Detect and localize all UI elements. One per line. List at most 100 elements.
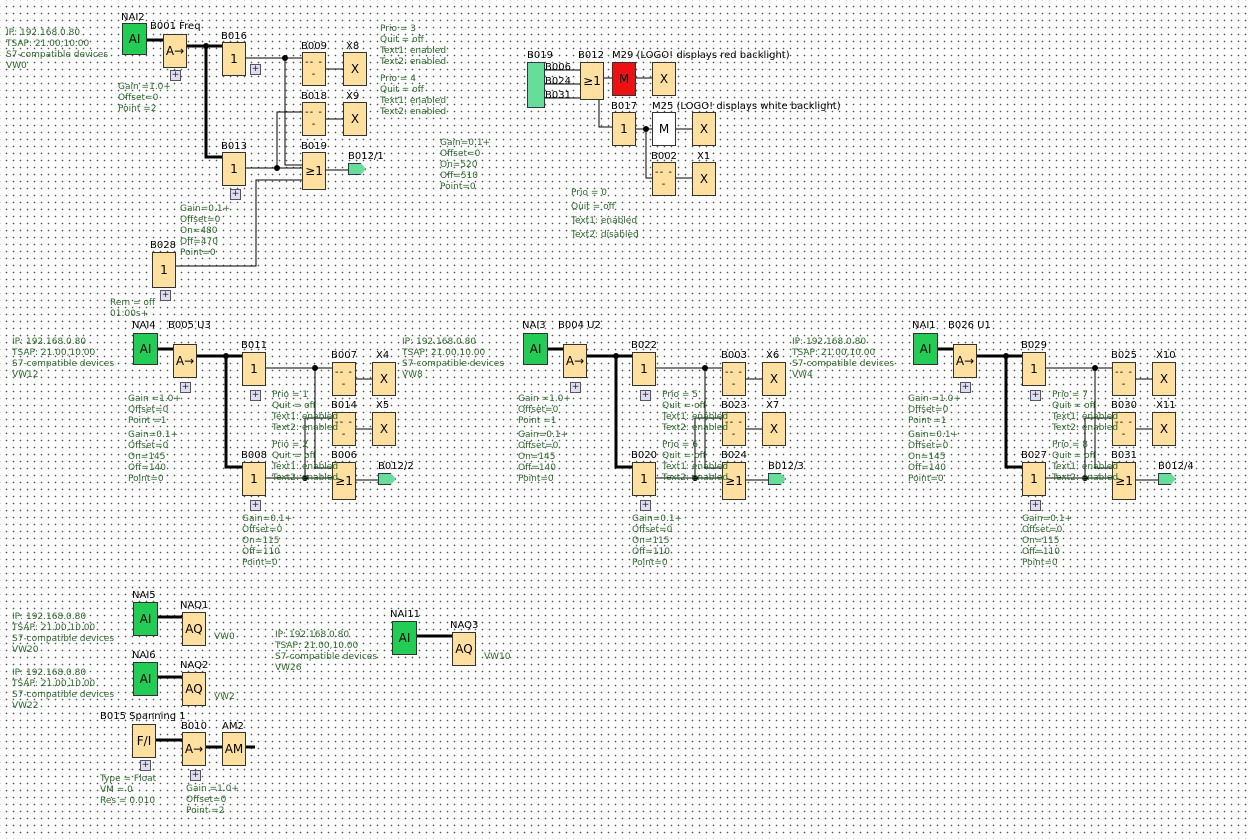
not-b017[interactable]: 1 (612, 112, 636, 146)
threshold-b029[interactable]: 1 (1022, 352, 1046, 386)
expand-icon[interactable]: + (180, 382, 191, 393)
marker-x9[interactable]: X (343, 102, 367, 136)
message-text-b007[interactable]: -- -- (332, 362, 356, 396)
amplifier-b026-symbol: A→ (955, 354, 975, 368)
connection-ip: IP: 192.168.0.80 (402, 337, 477, 347)
marker-x1[interactable]: X (692, 162, 716, 196)
message-params: Prio = 6 (662, 440, 698, 450)
marker-x8[interactable]: X (343, 52, 367, 86)
block-label: NAI3 (522, 320, 546, 331)
analog-input-nai1-symbol: AI (919, 342, 932, 356)
threshold-b022[interactable]: 1 (632, 352, 656, 386)
analog-output-naq2[interactable]: AQ (182, 672, 206, 706)
amplifier-b001[interactable]: A→ (163, 34, 187, 68)
output-x-m25[interactable]: X (692, 112, 716, 146)
message-params: Prio = 3 (380, 24, 416, 34)
marker-x11[interactable]: X (1152, 412, 1176, 446)
block-label: NAI11 (390, 609, 420, 620)
expand-icon[interactable]: + (250, 500, 261, 511)
or-b024[interactable]: ≥1 (722, 462, 746, 500)
amplifier-params: Offset=0 (128, 405, 169, 415)
analog-input-nai11[interactable]: AI (392, 621, 417, 655)
connection-ip: IP: 192.168.0.80 (12, 612, 87, 622)
wire (694, 417, 722, 478)
expand-icon[interactable]: + (230, 189, 241, 200)
expand-icon[interactable]: + (1030, 390, 1041, 401)
threshold-params: Off=140 (128, 463, 167, 473)
expand-icon[interactable]: + (170, 70, 181, 81)
analog-input-nai4[interactable]: AI (133, 333, 158, 365)
expand-icon[interactable]: + (160, 290, 171, 301)
analog-input-nai3[interactable]: AI (523, 333, 548, 365)
amplifier-b005[interactable]: A→ (173, 344, 197, 378)
expand-icon[interactable]: + (570, 382, 581, 393)
or-b031[interactable]: ≥1 (1112, 462, 1136, 500)
threshold-b011[interactable]: 1 (242, 352, 266, 386)
marker-x6[interactable]: X (762, 362, 786, 396)
marker-x5[interactable]: X (372, 412, 396, 446)
pulse-generator-b028[interactable]: 1 (152, 252, 176, 288)
expand-icon[interactable]: + (640, 500, 651, 511)
threshold-b027[interactable]: 1 (1022, 462, 1046, 496)
threshold-b020[interactable]: 1 (632, 462, 656, 496)
output-x-m29[interactable]: X (652, 62, 676, 96)
message-params: Prio = 2 (272, 440, 308, 450)
expand-icon[interactable]: + (250, 64, 261, 75)
threshold-b008[interactable]: 1 (242, 462, 266, 496)
threshold-params: Offset=0 (128, 441, 169, 451)
expand-icon[interactable]: + (1030, 500, 1041, 511)
float-block-b015[interactable]: F/I (132, 724, 156, 758)
amplifier-b010[interactable]: A→ (182, 732, 206, 766)
connector-flag[interactable] (768, 473, 786, 485)
message-text-b009[interactable]: -- -- (302, 52, 326, 86)
output-x-m29-symbol: X (659, 72, 669, 86)
expand-icon[interactable]: + (960, 382, 971, 393)
message-text-b030[interactable]: -- -- (1112, 412, 1136, 446)
marker-x7[interactable]: X (762, 412, 786, 446)
analog-memory-am2[interactable]: AM (222, 732, 246, 766)
block-label: B022 (631, 340, 657, 351)
analog-output-naq1[interactable]: AQ (182, 612, 206, 646)
amplifier-params: Point =1 (518, 416, 557, 426)
amplifier-params: Offset=0 (908, 405, 949, 415)
threshold-b013[interactable]: 1 (222, 152, 246, 186)
analog-input-nai2[interactable]: AI (122, 23, 147, 55)
marker-x4[interactable]: X (372, 362, 396, 396)
or-b019[interactable]: ≥1 (302, 152, 326, 190)
block-label: B027 (1021, 450, 1047, 461)
analog-input-nai1[interactable]: AI (913, 333, 938, 365)
or-b012[interactable]: ≥1 (580, 62, 604, 100)
message-text-b003[interactable]: -- -- (722, 362, 746, 396)
block-label: B030 (1111, 400, 1137, 411)
block-label: NAQ2 (180, 660, 209, 671)
amplifier-b026[interactable]: A→ (953, 344, 977, 378)
or-b024-symbol: ≥1 (725, 474, 743, 488)
connector-flag[interactable] (378, 473, 396, 485)
marker-x8-symbol: X (350, 62, 360, 76)
message-text-b014[interactable]: -- -- (332, 412, 356, 446)
message-text-b002[interactable]: -- -- (652, 162, 676, 196)
threshold-b016[interactable]: 1 (222, 42, 246, 76)
expand-icon[interactable]: + (140, 760, 151, 771)
marker-m29[interactable]: M (612, 62, 636, 96)
or-b006[interactable]: ≥1 (332, 462, 356, 500)
marker-m25[interactable]: M (652, 112, 676, 146)
analog-input-nai5[interactable]: AI (133, 602, 158, 636)
connector-flag[interactable] (1158, 473, 1176, 485)
message-text-b025[interactable]: -- -- (1112, 362, 1136, 396)
connection-type: S7-compatible devices (12, 359, 115, 369)
message-text-b018[interactable]: -- -- (302, 102, 326, 136)
expand-icon[interactable]: + (250, 390, 261, 401)
message-text-b023[interactable]: -- -- (722, 412, 746, 446)
connector-b019[interactable] (527, 62, 545, 108)
marker-x10[interactable]: X (1152, 362, 1176, 396)
threshold-b008-symbol: 1 (250, 472, 258, 486)
wire (314, 368, 332, 469)
message-params: Text1: enabled (272, 462, 339, 472)
expand-icon[interactable]: + (640, 390, 651, 401)
amplifier-b004[interactable]: A→ (563, 344, 587, 378)
expand-icon[interactable]: + (190, 770, 201, 781)
connector-flag[interactable] (348, 163, 366, 175)
analog-input-nai6[interactable]: AI (133, 662, 158, 696)
analog-output-naq3[interactable]: AQ (452, 632, 476, 666)
